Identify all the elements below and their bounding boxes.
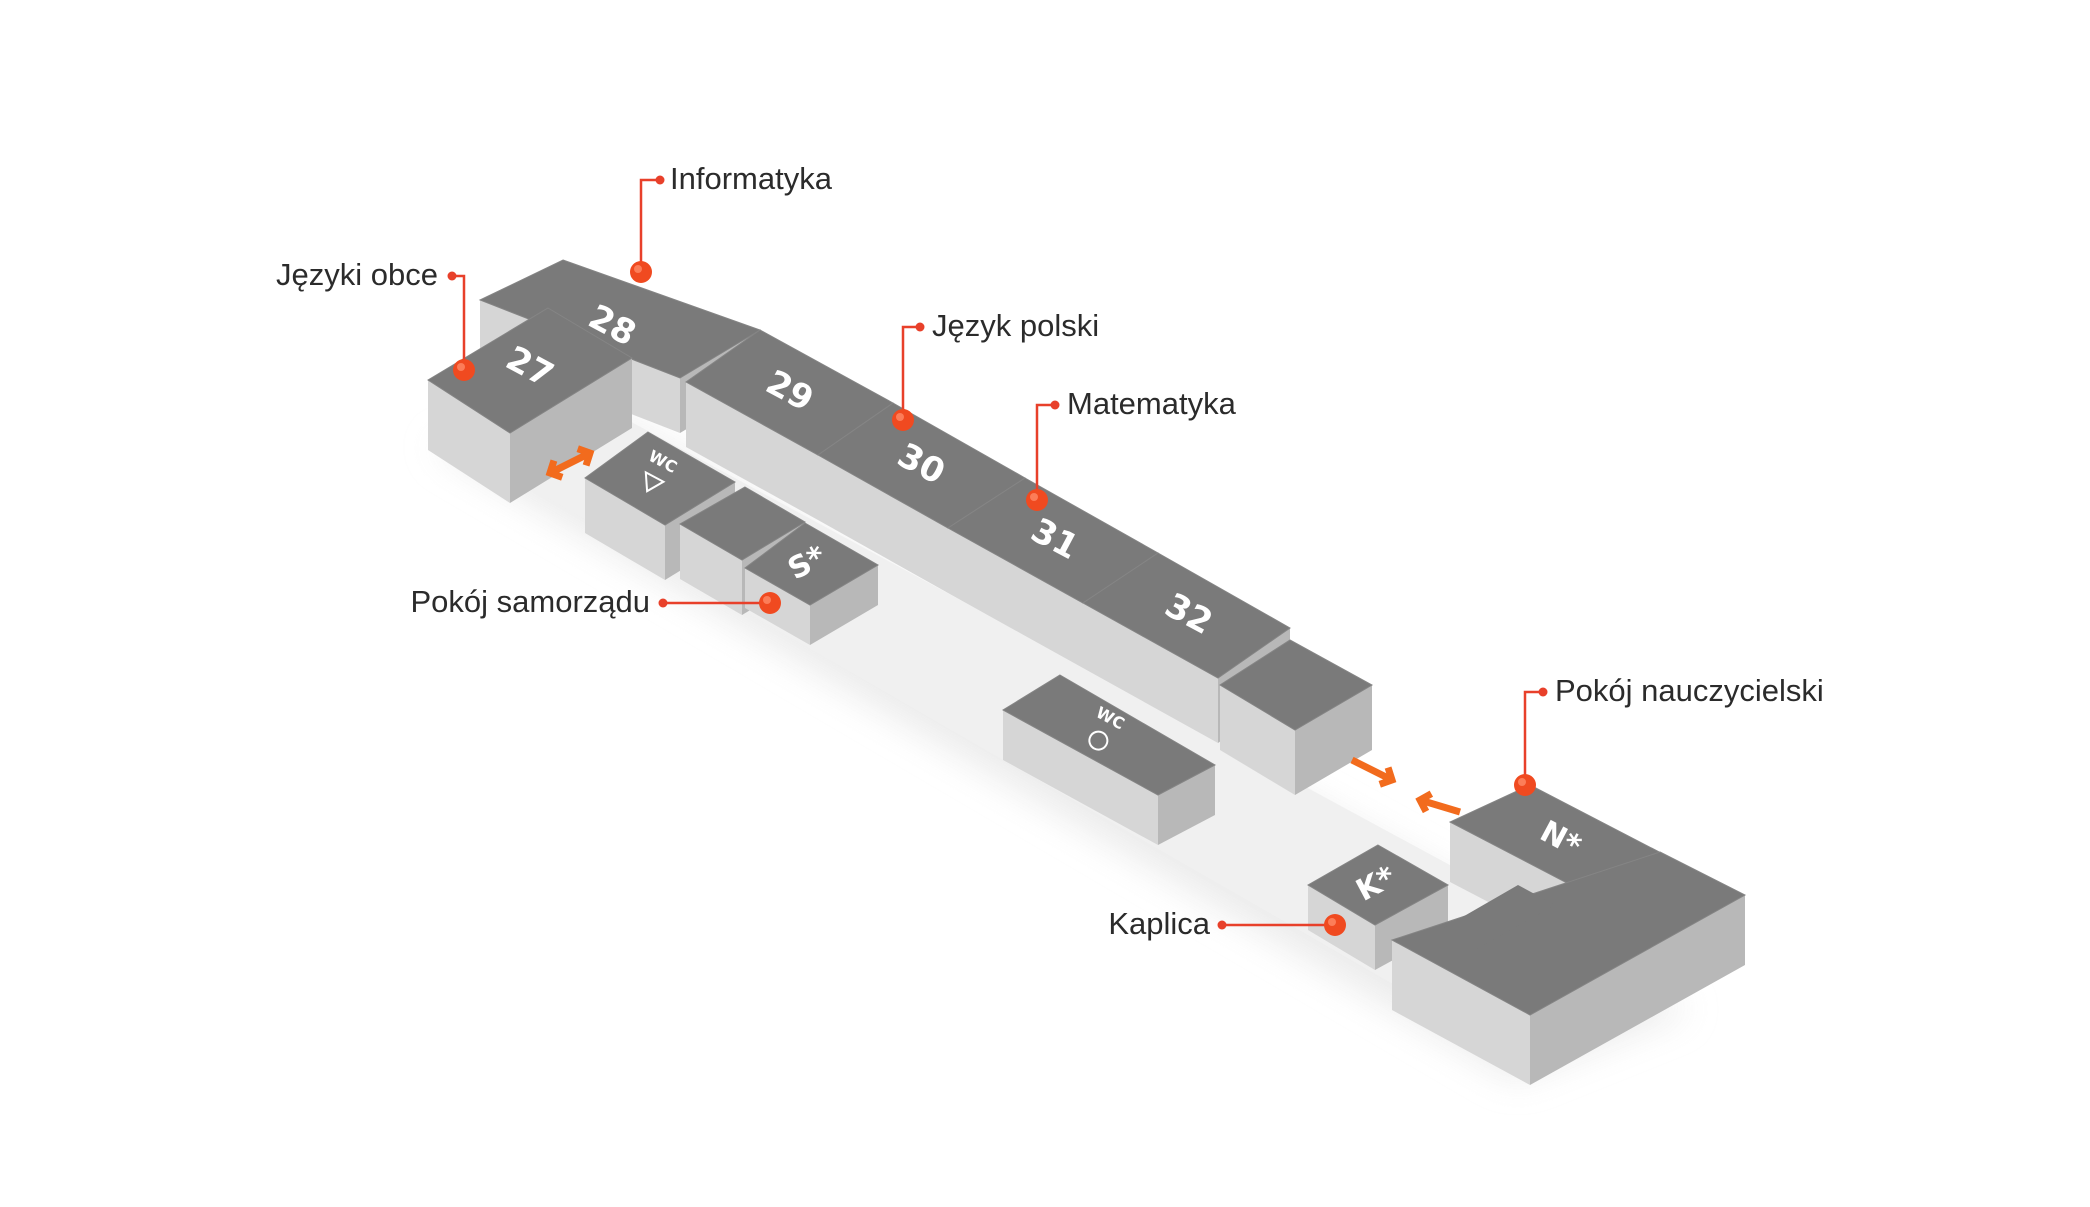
callout-jezyki-obce[interactable]: Języki obce — [276, 257, 475, 381]
room-k-top-face — [1307, 844, 1450, 926]
callout-kaplica-marker-highlight — [1328, 918, 1336, 926]
room-27-top-face — [427, 307, 633, 434]
wc-female-room-side-face — [1158, 765, 1215, 845]
callout-pokoj-nauczycielski-text: Pokój nauczycielski — [1555, 673, 1824, 708]
callout-informatyka-text: Informatyka — [670, 161, 833, 196]
circle-icon — [1088, 730, 1109, 751]
room-s-top-face — [744, 522, 879, 606]
callout-matematyka-marker-dot — [1026, 489, 1048, 511]
callout-jezyki-obce-leader-end — [447, 271, 457, 281]
storage-room-front-face — [680, 524, 742, 615]
callout-jezyki-obce-leader — [452, 274, 466, 370]
callout-jezyk-polski-marker-dot — [892, 409, 914, 431]
room-30-front-face — [818, 455, 948, 593]
arrow-out-icon — [1415, 790, 1462, 816]
room-32-front-face — [1083, 603, 1218, 743]
callout-pokoj-samorzadu-text: Pokój samorządu — [410, 584, 650, 619]
callout-informatyka[interactable]: Informatyka — [630, 161, 833, 283]
callout-kaplica-marker-dot — [1324, 914, 1346, 936]
callout-pokoj-nauczycielski-marker-dot — [1514, 774, 1536, 796]
wc-female-room[interactable] — [1002, 674, 1217, 845]
wc-female-room-front-face — [1003, 710, 1158, 845]
callout-matematyka-marker-highlight — [1030, 493, 1038, 501]
storage-room-top-face — [678, 486, 806, 561]
room-28-top-face — [478, 259, 762, 379]
room-large-side-face — [1530, 895, 1745, 1085]
room-unlabeled-front-face — [1220, 685, 1295, 795]
wc-female-room-top-face — [1002, 674, 1217, 796]
callout-matematyka-leader-end — [1050, 400, 1060, 410]
double-arrow-icon-b — [545, 449, 592, 481]
callout-kaplica-leader-end — [1217, 920, 1227, 930]
callout-matematyka-text: Matematyka — [1067, 386, 1237, 421]
callout-pokoj-nauczycielski[interactable]: Pokój nauczycielski — [1514, 673, 1824, 796]
callout-jezyki-obce-marker-dot — [453, 359, 475, 381]
room-27-front-face — [428, 380, 510, 503]
callout-pokoj-samorzadu[interactable]: Pokój samorządu — [410, 584, 781, 619]
callout-pokoj-samorzadu-marker-highlight — [763, 596, 771, 604]
room-27[interactable] — [427, 307, 633, 503]
callout-pokoj-samorzadu-leader-end — [658, 598, 668, 608]
room-unlabeled-top-face — [1219, 639, 1374, 731]
callout-jezyki-obce-marker-highlight — [457, 363, 465, 371]
wc-male-room-front-face — [585, 478, 665, 580]
arrow-in-icon — [1350, 756, 1397, 788]
room-unlabeled[interactable] — [1219, 639, 1374, 795]
room-27-side-face — [510, 358, 632, 503]
callout-jezyk-polski[interactable]: Język polski — [892, 308, 1099, 431]
callout-pokoj-nauczycielski-leader — [1523, 690, 1543, 785]
wc-male-room-top-face — [584, 431, 736, 526]
callout-matematyka[interactable]: Matematyka — [1026, 386, 1237, 511]
callout-kaplica-text: Kaplica — [1108, 906, 1210, 941]
callout-jezyk-polski-leader-end — [915, 322, 925, 332]
room-29-front-face — [686, 382, 818, 520]
callout-informatyka-marker-dot — [630, 261, 652, 283]
room-unlabeled-side-face — [1295, 685, 1372, 795]
callout-kaplica[interactable]: Kaplica — [1108, 906, 1346, 941]
callout-jezyki-obce-text: Języki obce — [276, 257, 438, 292]
callout-informatyka-marker-highlight — [634, 265, 642, 273]
room-s-side-face — [810, 565, 878, 645]
room-large[interactable] — [1390, 851, 1747, 1085]
callout-pokoj-samorzadu-marker-dot — [759, 592, 781, 614]
callout-jezyk-polski-leader — [901, 325, 920, 420]
callout-matematyka-leader — [1035, 403, 1055, 500]
room-32-top-face — [1082, 552, 1291, 679]
callout-jezyk-polski-marker-highlight — [896, 413, 904, 421]
room-large-top-notch — [1440, 885, 1555, 950]
callout-pokoj-nauczycielski-marker-highlight — [1518, 778, 1526, 786]
room-large-front-face — [1392, 940, 1530, 1085]
callout-informatyka-leader — [639, 178, 660, 272]
callout-informatyka-leader-end — [655, 175, 665, 185]
room-31-front-face — [948, 528, 1083, 668]
triangle-icon — [644, 470, 666, 493]
callout-pokoj-nauczycielski-leader-end — [1538, 687, 1548, 697]
callout-jezyk-polski-text: Język polski — [932, 308, 1099, 343]
